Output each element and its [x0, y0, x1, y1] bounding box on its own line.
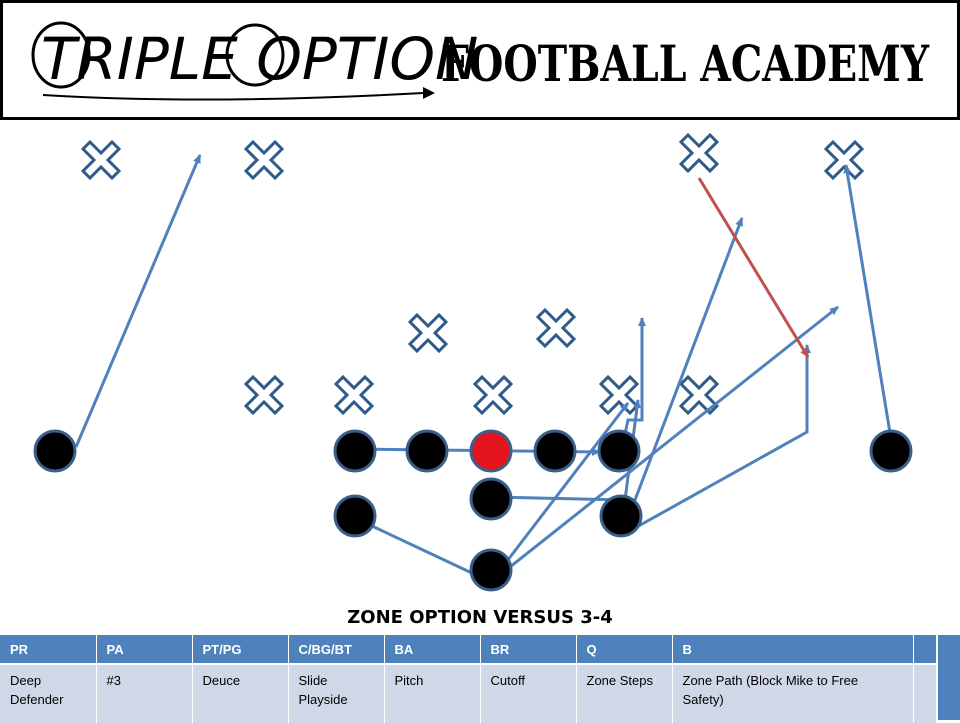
table-header-row: PR PA PT/PG C/BG/BT BA BR Q B [0, 635, 937, 664]
route-wing-out [634, 344, 811, 530]
defender-x [536, 308, 576, 348]
header-banner: TRIPLE OPTION FOOTBALL ACADEMY [0, 0, 960, 120]
logo-block-text: FOOTBALL ACADEMY [441, 34, 930, 93]
route-back-pitch [354, 516, 492, 584]
defenders [81, 133, 864, 415]
logo-swoosh [42, 92, 424, 101]
defender-x [599, 375, 639, 415]
logo-script-text: TRIPLE OPTION [41, 25, 478, 93]
cell-c-bg-bt: Slide Playside [288, 663, 385, 723]
header-b: B [672, 635, 914, 664]
defender-x [679, 133, 719, 173]
offense-player [533, 429, 577, 473]
header-q: Q [576, 635, 673, 664]
assignment-table: PR PA PT/PG C/BG/BT BA BR Q B Deep Defen… [0, 635, 937, 723]
academy-logo: TRIPLE OPTION FOOTBALL ACADEMY [31, 21, 930, 101]
header-pt-pg: PT/PG [192, 635, 289, 664]
defender-x [408, 313, 448, 353]
cell-b: Zone Path (Block Mike to Free Safety) [672, 663, 914, 723]
offense-player [333, 494, 377, 538]
logo-circle-t [31, 21, 91, 89]
offense-player [869, 429, 913, 473]
logo-circle-o [225, 23, 285, 87]
defender-x [824, 140, 864, 180]
header-pr: PR [0, 635, 97, 664]
offense [33, 429, 913, 592]
cell-ba: Pitch [384, 663, 481, 723]
header-pa: PA [96, 635, 193, 664]
defender-x [244, 375, 284, 415]
header-ba: BA [384, 635, 481, 664]
cell-pr: Deep Defender [0, 663, 97, 723]
logo-swoosh-arrowhead [423, 87, 435, 99]
defender-x [334, 375, 374, 415]
cell-pt-pg: Deuce [192, 663, 289, 723]
offense-player [333, 429, 377, 473]
defender-route-red [697, 177, 810, 358]
quarterback [469, 548, 513, 592]
route-right-receiver [843, 164, 892, 434]
offense-player [405, 429, 449, 473]
route-left-receiver [74, 154, 202, 448]
header-blank [913, 635, 937, 664]
play-diagram [33, 133, 913, 592]
offense-player [599, 494, 643, 538]
defender-x [81, 140, 121, 180]
cell-q: Zone Steps [576, 663, 673, 723]
table-row: Deep Defender #3 Deuce Slide Playside Pi… [0, 663, 937, 723]
header-c-bg-bt: C/BG/BT [288, 635, 385, 664]
cell-pa: #3 [96, 663, 193, 723]
header-br: BR [480, 635, 577, 664]
cell-blank [913, 663, 937, 723]
offense-player [469, 477, 513, 521]
slide-edge-strip [938, 635, 960, 720]
route-qb-zone-1 [489, 402, 630, 583]
route-qb-zone-2 [490, 305, 839, 584]
center-player [469, 429, 513, 473]
route-wing-up [633, 217, 744, 501]
defender-x [244, 140, 284, 180]
offense-player [33, 429, 77, 473]
play-title: ZONE OPTION VERSUS 3-4 [347, 607, 613, 628]
defender-x [473, 375, 513, 415]
offense-player [597, 429, 641, 473]
cell-br: Cutoff [480, 663, 577, 723]
